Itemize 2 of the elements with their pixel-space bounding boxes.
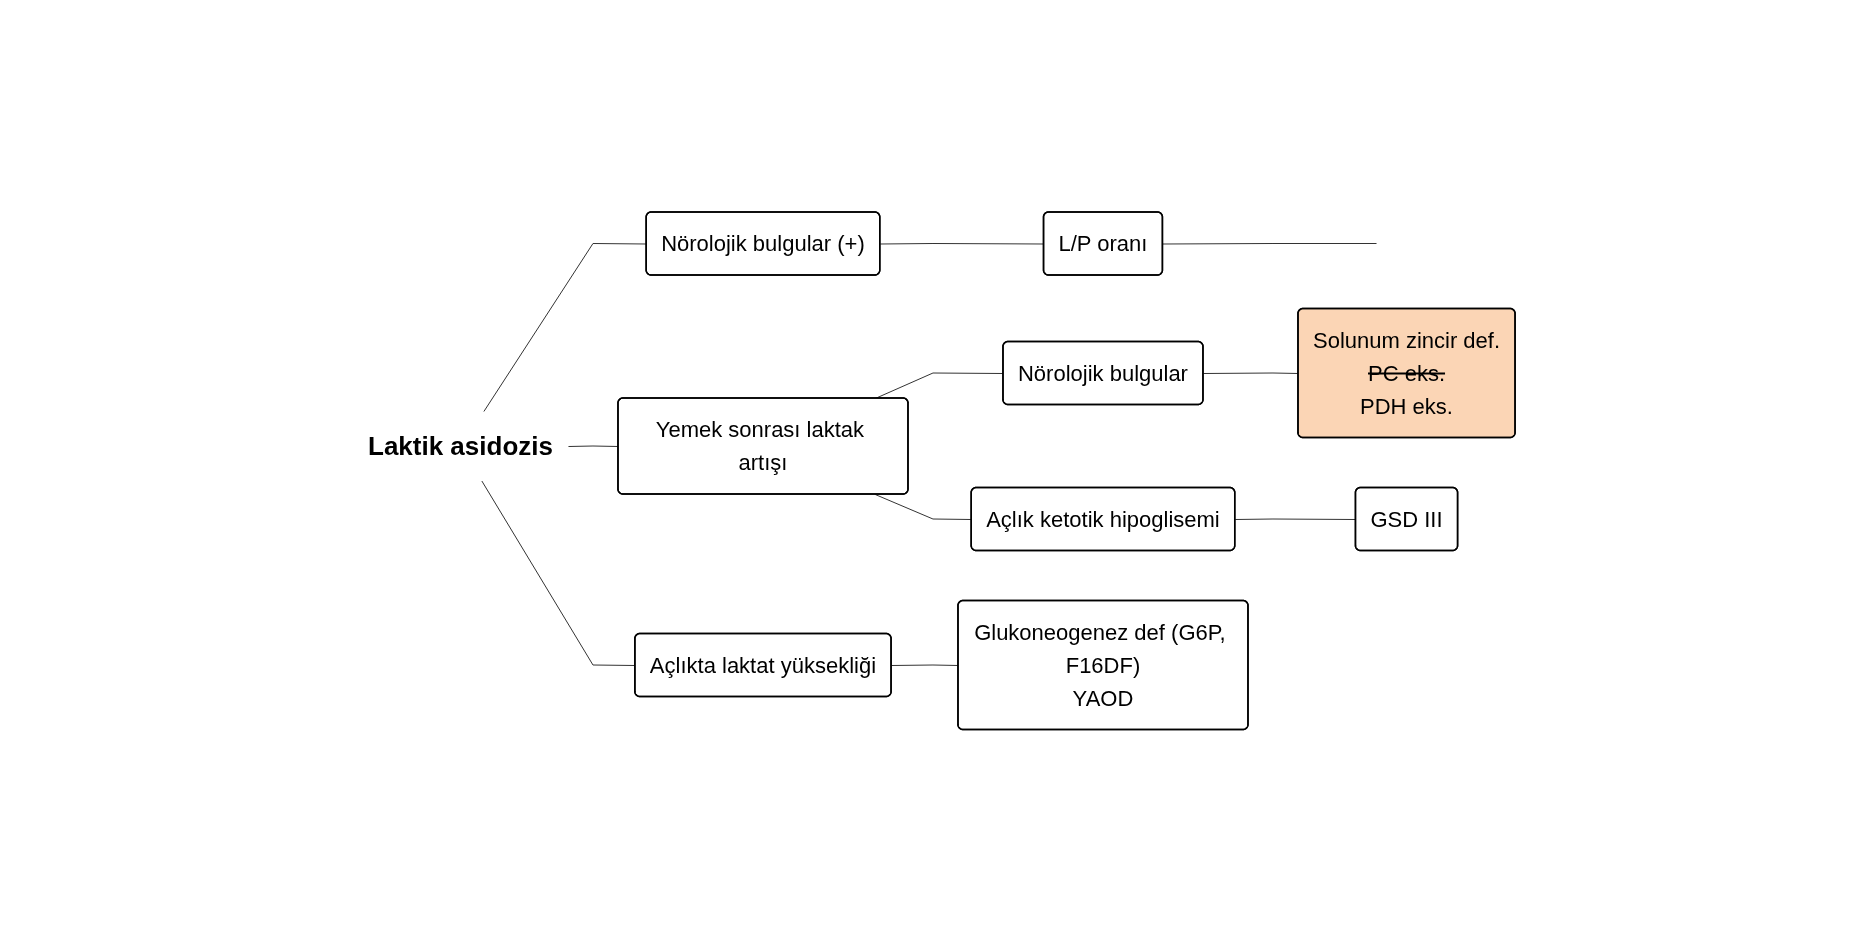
node-text: Laktik asidozis [367,430,553,461]
connector [1162,243,1377,245]
